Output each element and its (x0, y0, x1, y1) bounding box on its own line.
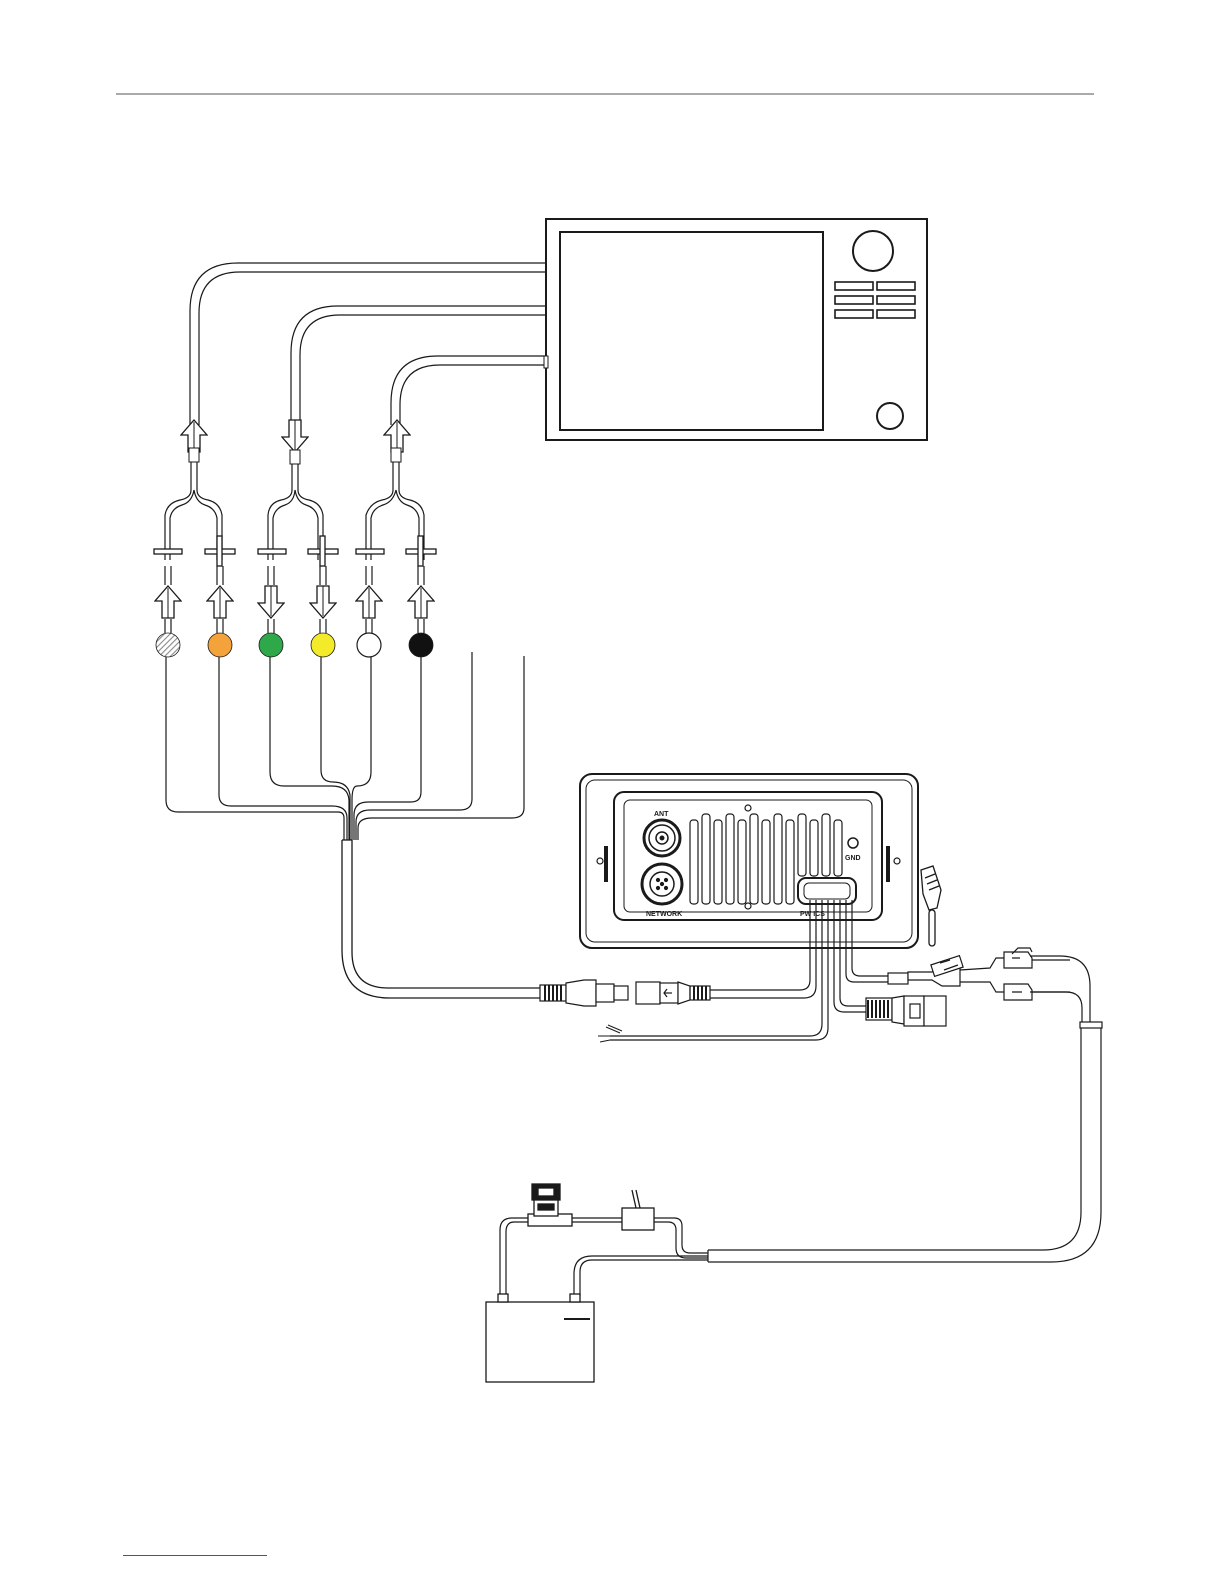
plus-icon (217, 536, 222, 566)
antenna-label: ANT (654, 811, 669, 818)
battery-circuit (486, 1184, 708, 1382)
network-label: NETWORK (646, 911, 682, 918)
plus-icon (418, 536, 423, 566)
wire-arrow-up-icon (207, 586, 233, 618)
power-plug (866, 996, 946, 1026)
plus-icon (320, 536, 325, 566)
polarity-markers (154, 536, 436, 566)
wire-dot-yellow (311, 633, 335, 657)
power-button-icon (877, 403, 903, 429)
chartplotter-display (546, 219, 927, 440)
footer-link-rule (123, 1555, 267, 1556)
wire-dot-orange (208, 633, 232, 657)
trunk-connector (540, 980, 710, 1006)
wire-arrow-up-icon (155, 586, 181, 618)
wire-dot-shaded (156, 633, 180, 657)
connector-body (290, 450, 300, 464)
connector-arrow-down-icon (282, 420, 308, 452)
battery-icon (486, 1294, 594, 1382)
network-connector-icon (642, 864, 682, 904)
connector-arrow-up-icon (384, 420, 410, 452)
minus-icon (154, 549, 182, 554)
wire-splits (165, 462, 424, 560)
minus-icon (356, 549, 384, 554)
ground-stud-icon (848, 838, 858, 848)
minus-icon (258, 549, 286, 554)
radio-nmea-wires (166, 652, 524, 840)
antenna-connector-icon (644, 820, 680, 856)
display-screen (560, 232, 823, 430)
battery-wires (500, 1218, 708, 1296)
antenna-elbow-connector (921, 866, 941, 946)
wire-dot-green (259, 633, 283, 657)
rotary-knob-icon (853, 231, 893, 271)
connector-body (189, 448, 199, 462)
arrow-tails (165, 566, 424, 633)
wire-arrow-up-icon (408, 586, 434, 618)
wire-color-dots (156, 633, 433, 657)
wire-arrow-down-icon (310, 586, 336, 618)
wire-dot-white (357, 633, 381, 657)
ground-label: GND (845, 855, 861, 862)
display-cables (190, 263, 546, 425)
wire-arrow-up-icon (356, 586, 382, 618)
display-cable-port (544, 356, 548, 368)
wire-arrow-down-icon (258, 586, 284, 618)
fuse-holder-icon (528, 1184, 572, 1226)
connector-arrow-up-icon (181, 420, 207, 452)
power-nmea-grommet (798, 878, 856, 904)
toggle-switch-icon (622, 1190, 654, 1230)
connector-body (391, 448, 401, 462)
wire-dot-black (409, 633, 433, 657)
nmea-trunk-cable (342, 840, 542, 998)
vhf-radio-rear: ANT NETWORK GND PW ICS (580, 774, 941, 948)
